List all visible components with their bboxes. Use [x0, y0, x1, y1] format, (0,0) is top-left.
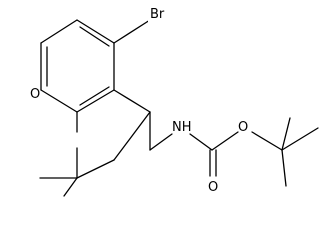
bond-nh-carbonyl — [189, 133, 213, 151]
molecule-diagram: Br O NH O O — [30, 4, 319, 197]
bond-tbu-methyl-3 — [281, 149, 287, 187]
bond-ch-ar5 — [113, 89, 151, 113]
bond-ar3-ar4 — [76, 19, 115, 44]
bond-ar5-ar6 — [76, 89, 115, 113]
bond-ring-to-br — [113, 19, 151, 44]
bond-tbu-methyl-2 — [281, 117, 291, 151]
bond-ch2-nh — [149, 133, 173, 151]
bromine-label: Br — [150, 7, 165, 22]
amine-label: NH — [172, 120, 192, 135]
bond-ar6-ar1 — [40, 89, 78, 113]
benzene-ring — [40, 19, 115, 113]
carbonyl-oxygen-label: O — [208, 180, 218, 195]
bond-cme2-ch2 — [76, 159, 115, 179]
double-bond-inner-bottom — [79, 86, 110, 106]
bond-ar2-ar3 — [40, 19, 78, 44]
ring-oxygen-label: O — [30, 87, 40, 102]
double-bond-inner-top — [79, 26, 110, 47]
bond-carbonyl-ester-o — [211, 131, 239, 151]
molecule-svg: Br O NH O O — [30, 4, 319, 197]
bond-methyl-2 — [63, 177, 78, 197]
bond-tbu-methyl-1 — [281, 127, 319, 151]
br-label-bg — [148, 4, 174, 22]
bond-ester-o-tbu — [251, 131, 283, 151]
bond-ch2-ch — [113, 111, 151, 161]
ester-oxygen-label: O — [238, 120, 248, 135]
